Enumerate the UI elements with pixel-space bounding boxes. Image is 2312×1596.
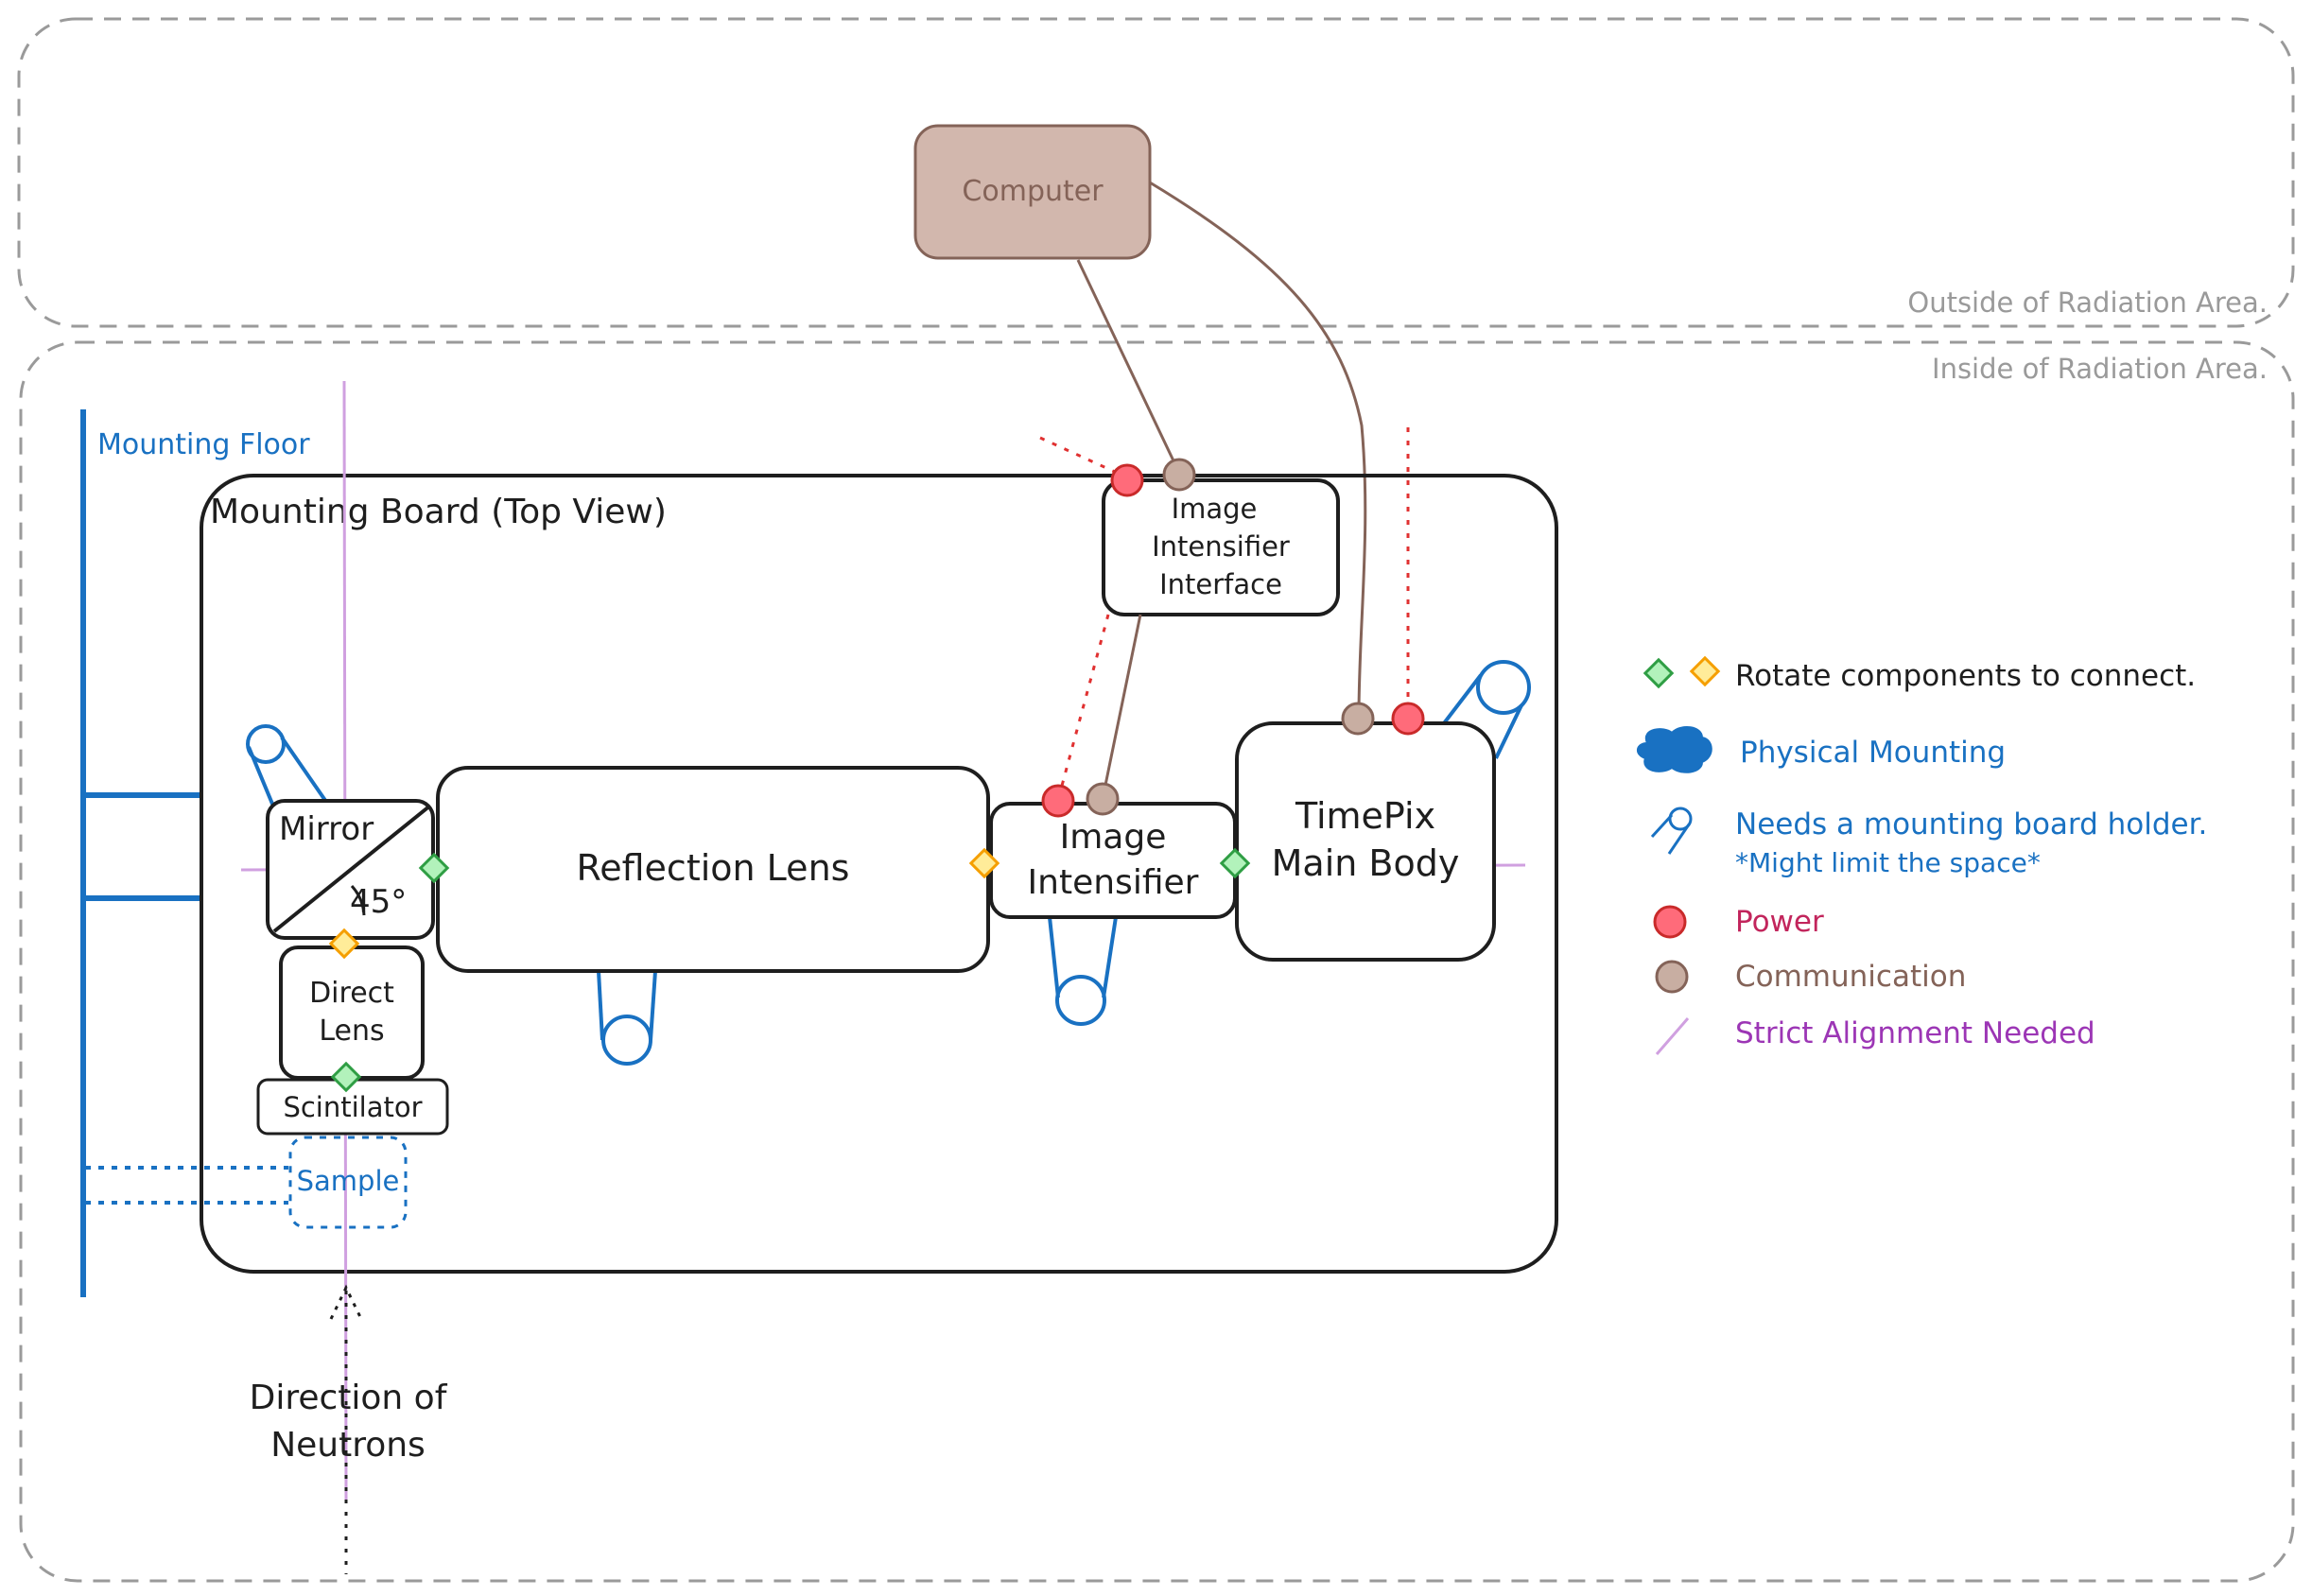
neutrons-line2: Neutrons bbox=[270, 1426, 426, 1465]
neutron-arrowhead bbox=[329, 1284, 363, 1320]
legend-alignment-text: Strict Alignment Needed bbox=[1735, 1016, 2095, 1050]
computer-label: Computer bbox=[962, 175, 1104, 208]
holder-image-intensifier bbox=[1048, 916, 1118, 1026]
computer-box bbox=[913, 124, 1152, 260]
legend: Rotate components to connect. Physical M… bbox=[1637, 655, 2207, 1055]
communication-port bbox=[1086, 782, 1120, 816]
sample bbox=[288, 1136, 408, 1229]
mirror-angle-arc bbox=[350, 884, 366, 916]
power-line-intensifier bbox=[1057, 614, 1110, 797]
connector-green bbox=[418, 852, 450, 884]
ii-interface-line3: Interface bbox=[1159, 568, 1282, 600]
holder-reflection-lens bbox=[597, 970, 657, 1066]
scintillator-label: Scintilator bbox=[283, 1091, 422, 1123]
communication-port bbox=[1341, 702, 1375, 736]
timepix-line2: Main Body bbox=[1272, 842, 1460, 884]
comm-cable-intensifier bbox=[1101, 614, 1142, 800]
legend-physical-text: Physical Mounting bbox=[1740, 736, 2006, 770]
legend-orange-diamond bbox=[1689, 655, 1721, 687]
mirror-diagonal bbox=[272, 804, 432, 933]
image-intensifier-line1: Image bbox=[1060, 818, 1167, 857]
communication-port bbox=[1162, 458, 1196, 492]
holder-timepix bbox=[1442, 660, 1531, 759]
power-port bbox=[1110, 463, 1144, 497]
mounting-board bbox=[200, 474, 1558, 1274]
mirror-angle-label: 45° bbox=[350, 883, 407, 921]
legend-green-diamond bbox=[1643, 657, 1675, 689]
timepix-main-body bbox=[1235, 721, 1496, 962]
mirror-label: Mirror bbox=[279, 810, 374, 848]
power-port bbox=[1041, 784, 1075, 818]
direct-lens-line2: Lens bbox=[319, 1015, 384, 1048]
direct-lens bbox=[279, 945, 425, 1080]
inside-radiation-label: Inside of Radiation Area. bbox=[1932, 353, 2268, 385]
comm-cable-timepix bbox=[1149, 181, 1367, 718]
outside-radiation-area bbox=[17, 17, 2295, 328]
power-port bbox=[1391, 702, 1425, 736]
power-line-interface bbox=[1039, 436, 1128, 479]
image-intensifier-interface bbox=[1102, 478, 1340, 616]
ii-interface-line1: Image bbox=[1172, 493, 1258, 525]
legend-power-dot bbox=[1653, 905, 1687, 939]
mounting-floor-label: Mounting Floor bbox=[97, 428, 310, 461]
comm-cable-interface bbox=[1076, 259, 1181, 474]
image-intensifier-line2: Intensifier bbox=[1028, 863, 1199, 902]
holder-mirror bbox=[246, 724, 328, 809]
timepix-line1: TimePix bbox=[1295, 795, 1435, 837]
direct-lens-line1: Direct bbox=[309, 977, 394, 1010]
inside-radiation-area bbox=[19, 340, 2295, 1583]
connector-green bbox=[1219, 847, 1251, 879]
legend-physical-mounting-swatch bbox=[1637, 726, 1712, 773]
legend-communication-dot bbox=[1655, 960, 1689, 994]
legend-alignment-line bbox=[1655, 1017, 1690, 1055]
connector-orange bbox=[968, 847, 1000, 879]
sample-label: Sample bbox=[297, 1165, 400, 1197]
legend-holder-line1: Needs a mounting board holder. bbox=[1735, 807, 2207, 841]
connector-green bbox=[330, 1061, 362, 1093]
mounting-board-label: Mounting Board (Top View) bbox=[210, 493, 667, 531]
legend-communication-text: Communication bbox=[1735, 960, 1966, 994]
neutrons-line1: Direction of bbox=[250, 1379, 448, 1417]
ii-interface-line2: Intensifier bbox=[1152, 530, 1290, 563]
connector-orange bbox=[328, 928, 360, 960]
reflection-lens-label: Reflection Lens bbox=[577, 847, 850, 889]
outside-radiation-label: Outside of Radiation Area. bbox=[1907, 286, 2268, 319]
legend-power-text: Power bbox=[1735, 905, 1824, 939]
legend-holder-icon bbox=[1650, 807, 1693, 855]
legend-holder-line2: *Might limit the space* bbox=[1735, 847, 2041, 878]
legend-rotate-text: Rotate components to connect. bbox=[1735, 659, 2196, 693]
